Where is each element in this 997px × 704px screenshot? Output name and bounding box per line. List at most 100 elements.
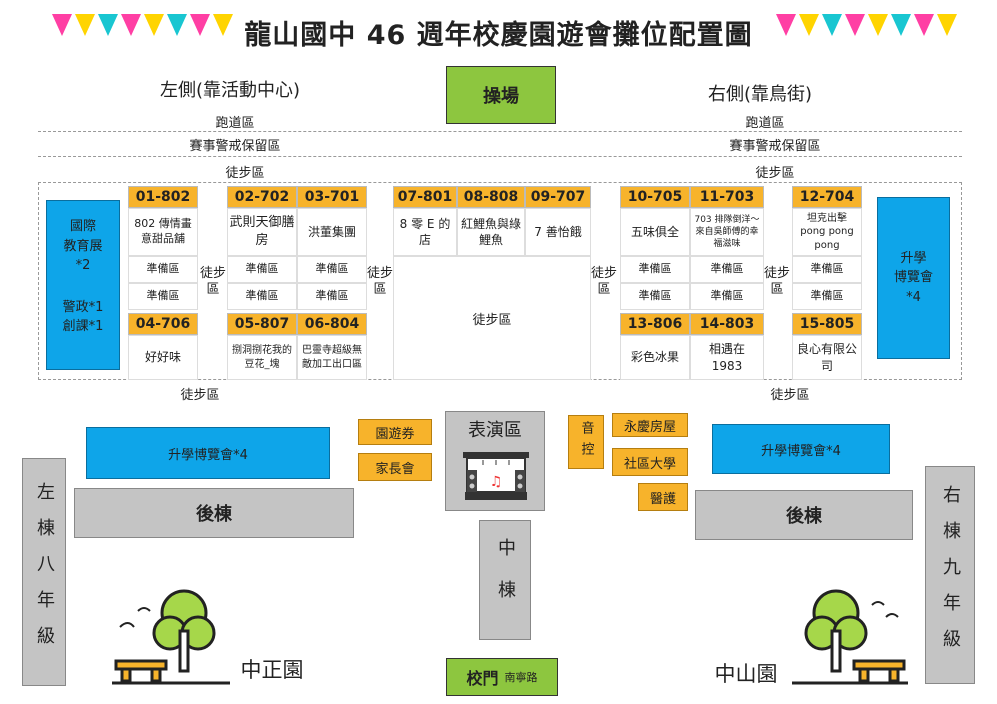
booth-code: 07-801 bbox=[393, 186, 457, 208]
prep-area: 準備區 bbox=[227, 256, 297, 283]
walk-label-left: 徒步區 bbox=[225, 165, 265, 181]
booth-code: 13-806 bbox=[620, 313, 690, 335]
medical-booth: 醫護 bbox=[638, 483, 688, 511]
booth-name: 703 排隊倒洋～來自吳師傅的幸福滋味 bbox=[690, 208, 764, 256]
flag-icon bbox=[167, 14, 187, 36]
prep-area: 準備區 bbox=[690, 283, 764, 310]
booth-name: 相遇在 1983 bbox=[690, 335, 764, 380]
flag-icon bbox=[190, 14, 210, 36]
stage-icon: ♫ bbox=[463, 452, 529, 500]
booth-code: 12-704 bbox=[792, 186, 862, 208]
booth-name: 捌洞捌花我的豆花_塊 bbox=[227, 335, 297, 380]
bunting-right bbox=[776, 14, 957, 36]
label: *2 bbox=[75, 258, 91, 273]
left-side-heading: 左側(靠活動中心) bbox=[159, 80, 301, 101]
flag-icon bbox=[891, 14, 911, 36]
walkway-vertical: 徒步區 bbox=[367, 265, 394, 297]
booth-code: 14-803 bbox=[690, 313, 764, 335]
reserve-label-right: 賽事警戒保留區 bbox=[729, 138, 821, 154]
booth-name: 五味俱全 bbox=[620, 208, 690, 256]
tree-bench-icon bbox=[792, 589, 908, 685]
flag-icon bbox=[914, 14, 934, 36]
booth-name: 彩色冰果 bbox=[620, 335, 690, 380]
booth-code: 06-804 bbox=[297, 313, 367, 335]
walk-label-bottom-left: 徒步區 bbox=[180, 387, 220, 403]
expo-booth-left: 升學博覽會*4 bbox=[86, 427, 330, 479]
bunting-left bbox=[52, 14, 233, 36]
garden-right-label: 中山園 bbox=[714, 662, 778, 686]
booth-code: 09-707 bbox=[525, 186, 591, 208]
center-walkway: 徒步區 bbox=[393, 256, 591, 380]
booth-code: 15-805 bbox=[792, 313, 862, 335]
booth-code: 10-705 bbox=[620, 186, 690, 208]
booth-code: 04-706 bbox=[128, 313, 198, 335]
performance-area: 表演區 ♫ bbox=[445, 411, 545, 511]
label: 博覽會 bbox=[893, 270, 933, 286]
label: 警政*1 bbox=[62, 299, 104, 315]
booth-name: 7 善怡餓 bbox=[525, 208, 591, 256]
playground: 操場 bbox=[446, 66, 556, 124]
right-side-heading: 右側(靠鳥街) bbox=[707, 84, 813, 105]
label: 國際 bbox=[69, 219, 96, 234]
flag-icon bbox=[937, 14, 957, 36]
label: 升學 bbox=[900, 250, 927, 266]
performance-label: 表演區 bbox=[468, 420, 522, 441]
flag-icon bbox=[75, 14, 95, 36]
flag-icon bbox=[776, 14, 796, 36]
road-label: 南寧路 bbox=[504, 671, 538, 684]
prep-area: 準備區 bbox=[128, 256, 198, 283]
sound-control: 音控 bbox=[568, 415, 604, 469]
prep-area: 準備區 bbox=[297, 256, 367, 283]
school-gate: 校門 南寧路 bbox=[446, 658, 558, 696]
flag-icon bbox=[822, 14, 842, 36]
walkway-vertical: 徒步區 bbox=[200, 265, 227, 297]
booth-name: 巴靈寺超級無敵加工出口區 bbox=[297, 335, 367, 380]
booth-name: 802 傳情畫意甜品舖 bbox=[128, 208, 198, 256]
left-building: 左棟八年級 bbox=[22, 458, 66, 686]
flag-icon bbox=[98, 14, 118, 36]
booth-code: 03-701 bbox=[297, 186, 367, 208]
gate-label: 校門 bbox=[466, 669, 499, 688]
prep-area: 準備區 bbox=[792, 283, 862, 310]
label: 創課*1 bbox=[62, 319, 104, 334]
right-building: 右棟九年級 bbox=[925, 466, 975, 684]
booth-name: 良心有限公司 bbox=[792, 335, 862, 380]
booth-code: 01-802 bbox=[128, 186, 198, 208]
booth-code: 11-703 bbox=[690, 186, 764, 208]
booth-code: 05-807 bbox=[227, 313, 297, 335]
flag-icon bbox=[52, 14, 72, 36]
expo-booth-right-lower: 升學博覽會*4 bbox=[712, 424, 890, 474]
international-education-booth: 國際 教育展 *2 警政*1 創課*1 bbox=[46, 200, 120, 370]
community-college-booth: 社區大學 bbox=[612, 448, 688, 476]
expo-booth-right: 升學 博覽會 *4 bbox=[877, 197, 950, 359]
garden-left-label: 中正園 bbox=[240, 658, 304, 682]
flag-icon bbox=[121, 14, 141, 36]
ticket-booth: 園遊券 bbox=[358, 419, 432, 445]
divider bbox=[38, 131, 962, 132]
svg-text:♫: ♫ bbox=[490, 474, 503, 490]
flag-icon bbox=[144, 14, 164, 36]
realty-booth: 永慶房屋 bbox=[612, 413, 688, 437]
booth-name: 武則天御膳房 bbox=[227, 208, 297, 256]
sound-control-label: 音控 bbox=[578, 421, 594, 463]
back-building-right: 後棟 bbox=[695, 490, 913, 540]
middle-building-label: 中棟 bbox=[495, 538, 516, 622]
left-building-label: 左棟八年級 bbox=[34, 482, 55, 662]
booth-name: 洪董集團 bbox=[297, 208, 367, 256]
tree-bench-icon bbox=[112, 589, 230, 685]
page-title: 龍山國中 46 週年校慶園遊會攤位配置圖 bbox=[244, 19, 753, 51]
track-label-right: 跑道區 bbox=[745, 115, 785, 131]
prep-area: 準備區 bbox=[128, 283, 198, 310]
booth-name: 好好味 bbox=[128, 335, 198, 380]
back-building-left: 後棟 bbox=[74, 488, 354, 538]
walkway-vertical: 徒步區 bbox=[591, 265, 618, 297]
parents-booth: 家長會 bbox=[358, 453, 432, 481]
track-label-left: 跑道區 bbox=[215, 115, 255, 131]
reserve-label-left: 賽事警戒保留區 bbox=[189, 138, 281, 154]
label: 教育展 bbox=[63, 238, 103, 254]
prep-area: 準備區 bbox=[620, 283, 690, 310]
prep-area: 準備區 bbox=[792, 256, 862, 283]
prep-area: 準備區 bbox=[297, 283, 367, 310]
right-building-label: 右棟九年級 bbox=[940, 485, 961, 665]
walk-label-right: 徒步區 bbox=[755, 165, 795, 181]
